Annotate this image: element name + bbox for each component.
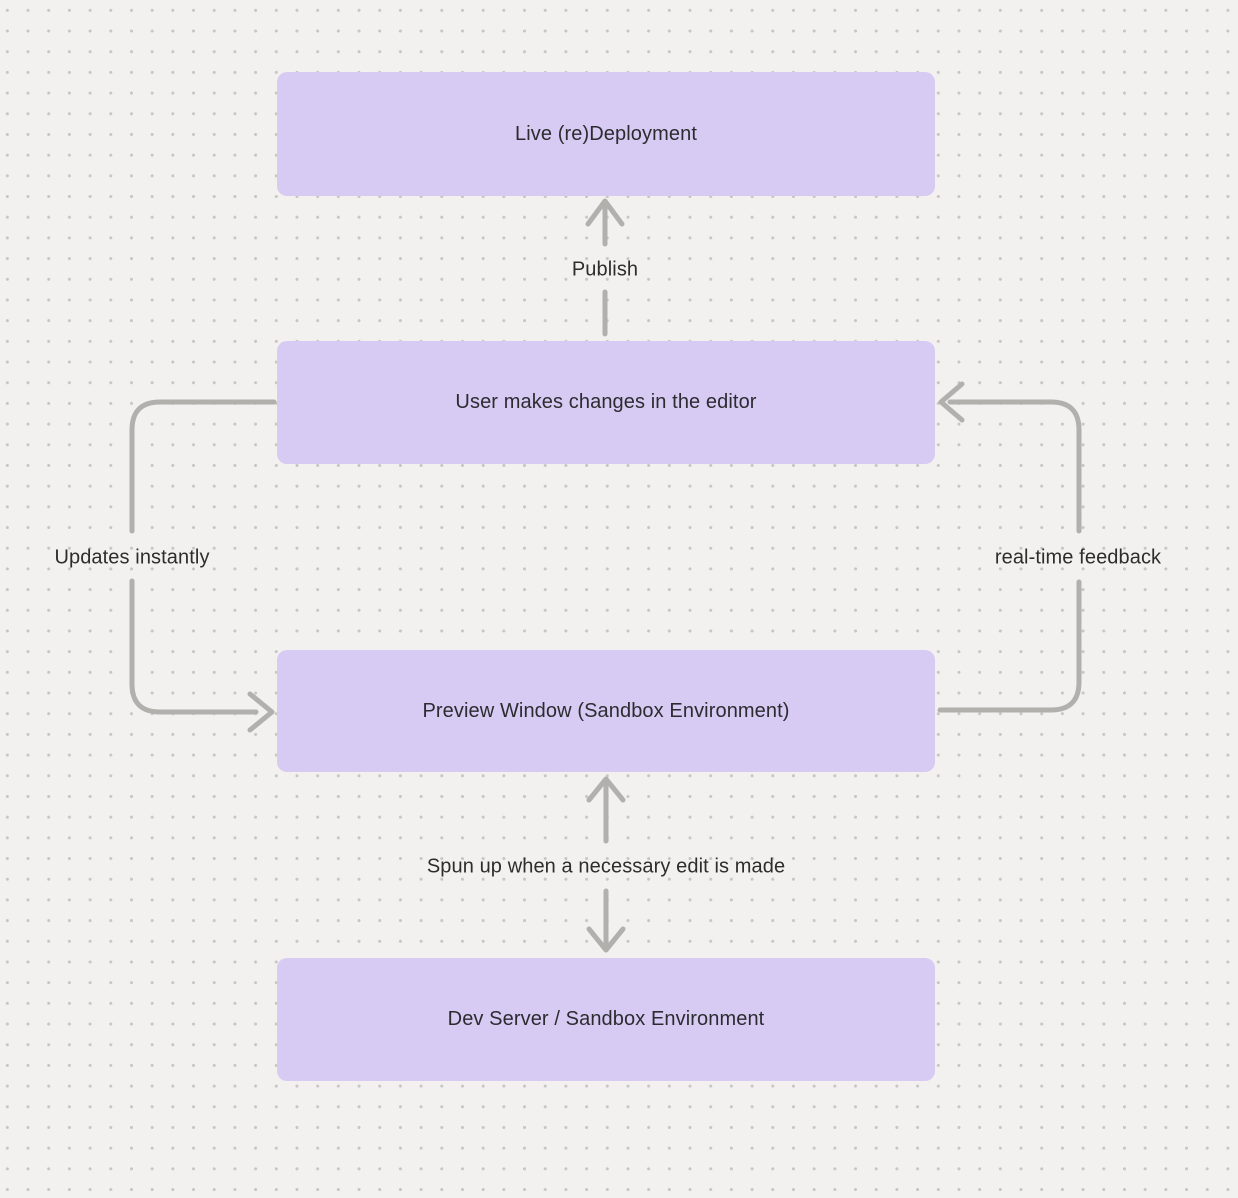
edge-updates-instantly-arrow[interactable] [129,399,277,733]
arrow-right-chevron-icon [247,691,275,733]
node-label: Preview Window (Sandbox Environment) [422,699,790,722]
node-live-deployment[interactable]: Live (re)Deployment [277,72,935,196]
edge-shaft [937,579,1082,713]
edge-shaft [947,399,1082,534]
arrow-up-chevron-icon [585,198,625,227]
edge-spun-up-arrow[interactable] [586,776,626,953]
node-editor-changes[interactable]: User makes changes in the editor [277,341,935,464]
edge-label-realtime-feedback[interactable]: real-time feedback [994,546,1162,569]
node-label: User makes changes in the editor [455,391,757,413]
edge-label-spun-up[interactable]: Spun up when a necessary edit is made [426,855,786,878]
edge-publish-arrow[interactable] [585,198,625,337]
edge-shaft [129,399,277,534]
edge-label-publish[interactable]: Publish [571,258,639,281]
arrow-left-chevron-icon [938,381,965,423]
node-label: Dev Server / Sandbox Environment [447,1008,765,1030]
node-preview-window[interactable]: Preview Window (Sandbox Environment) [277,650,935,772]
node-label: Live (re)Deployment [515,122,697,145]
edge-shaft [129,578,259,715]
edge-label-updates-instantly[interactable]: Updates instantly [54,546,210,569]
edge-realtime-feedback-arrow[interactable] [937,381,1082,713]
arrow-up-chevron-icon [586,776,626,803]
node-dev-server[interactable]: Dev Server / Sandbox Environment [277,958,935,1081]
arrow-down-chevron-icon [586,926,626,953]
